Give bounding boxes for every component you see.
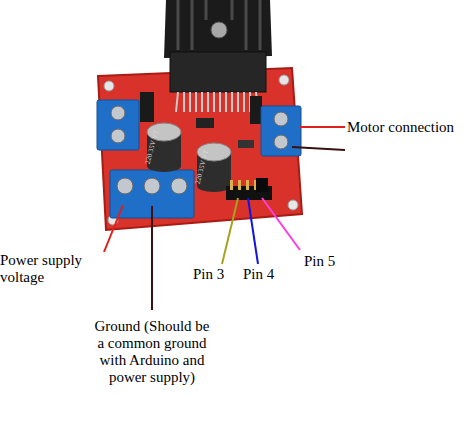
leader-line [292, 147, 345, 150]
terminal-block [261, 106, 301, 156]
jumper [256, 178, 268, 192]
diode [140, 92, 154, 122]
diode [250, 96, 262, 124]
heatsink [164, 0, 272, 58]
capacitor-marking: 220 35V VT [143, 129, 160, 166]
terminal-screw [274, 135, 288, 149]
terminal-screw [274, 112, 288, 126]
leader-line [300, 126, 345, 128]
leader-line [222, 198, 238, 264]
chip-leads [176, 92, 258, 112]
terminal-block [97, 100, 139, 150]
leader-line [104, 205, 123, 252]
heatsink-screw [211, 22, 227, 38]
resistor [238, 140, 254, 148]
regulator [196, 118, 214, 128]
mounting-hole [104, 81, 114, 91]
terminal-screw [111, 106, 125, 120]
pin-name: Pin 5 [304, 253, 354, 270]
leader-line [262, 198, 300, 250]
terminal-screw [111, 129, 125, 143]
leader-line [151, 206, 153, 310]
terminal-screw [117, 178, 133, 194]
driver-chip [170, 52, 266, 92]
leader-line [248, 198, 258, 264]
connector-label: Power supply voltage [0, 252, 100, 286]
connector-note: Ground (Should be a common ground with A… [94, 318, 210, 386]
mounting-hole [279, 75, 289, 85]
pin-name: Pin 3 [193, 266, 243, 283]
mounting-hole [288, 200, 298, 210]
terminal-screw [144, 178, 160, 194]
heatsink-fins [178, 0, 260, 50]
terminal-screw [171, 178, 187, 194]
capacitor-marking: 220 35V VT [193, 149, 210, 186]
pin-name: Pin 4 [243, 266, 293, 283]
connector-label: Motor connection [347, 119, 474, 136]
